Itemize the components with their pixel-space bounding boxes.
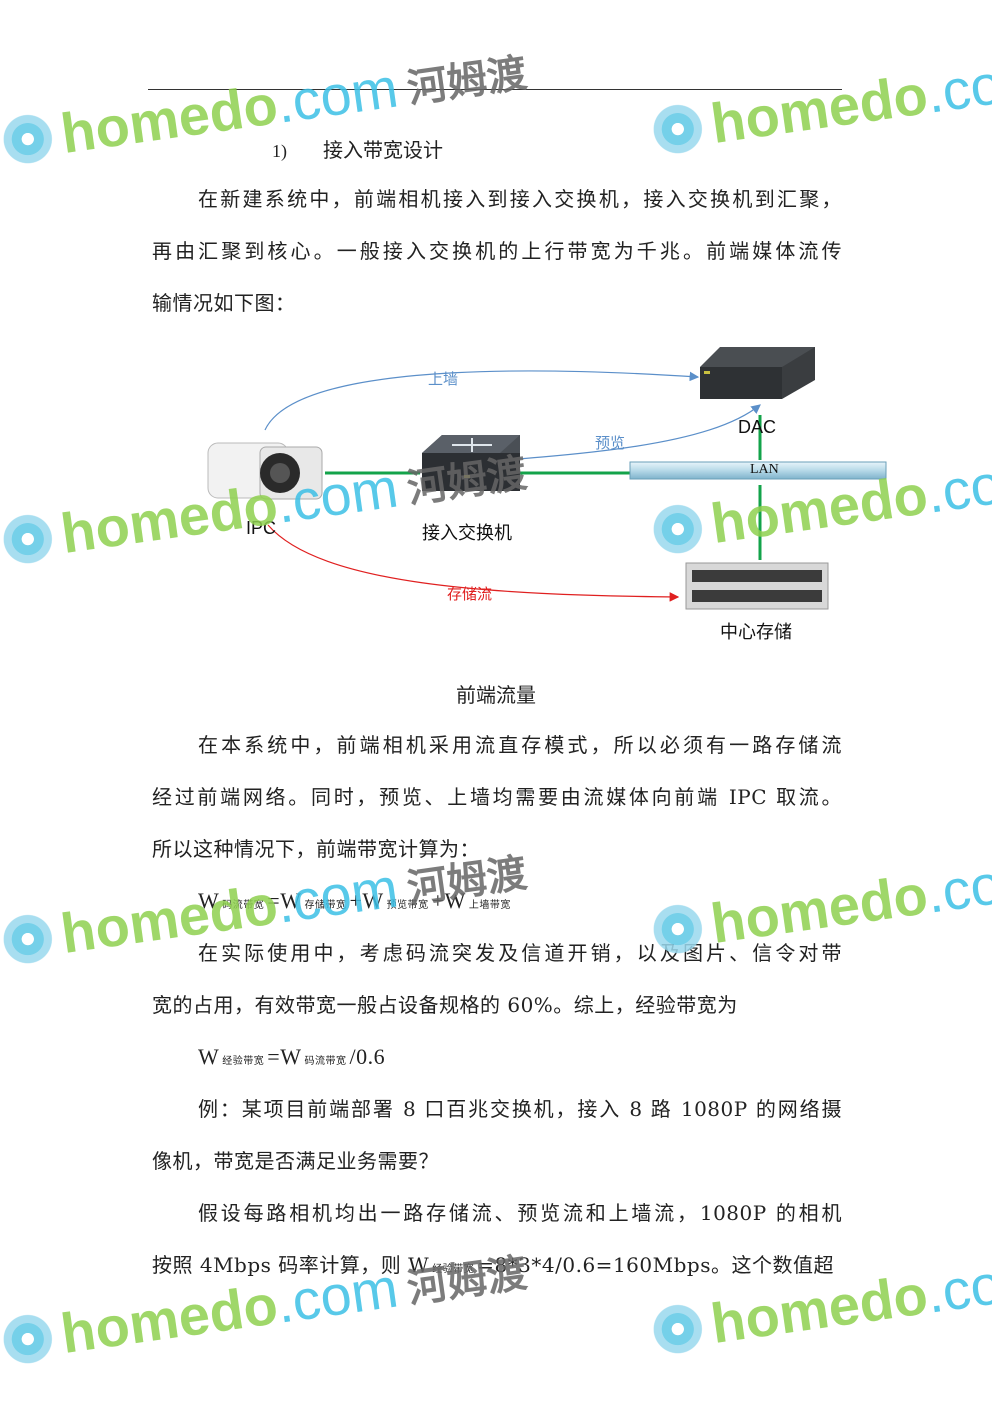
storage-flow-label: 存储流 (447, 586, 493, 603)
flower-logo-icon (646, 1296, 710, 1361)
access-switch-icon (422, 435, 520, 491)
watermark: homedo (175, 10, 400, 105)
dac-server-icon (700, 347, 815, 399)
paragraph-line: 再由汇聚到核心。一般接入交换机的上行带宽为千兆。前端媒体流传 (152, 239, 842, 263)
preview-flow-label: 预览 (595, 435, 626, 452)
storage-flow-arrow (267, 524, 680, 602)
paragraph-line: 在实际使用中，考虑码流突发及信道开销，以及图片、信令对带 (198, 941, 842, 965)
figure-caption: 前端流量 (456, 683, 536, 707)
paragraph-line: 输情况如下图： (152, 291, 296, 315)
network-diagram: IPC 接入交换机 DAC LAN 中心存储 上墙 预览 存储流 (190, 335, 900, 655)
paragraph-line: 在本系统中，前端相机采用流直存模式，所以必须有一路存储流 (198, 733, 842, 757)
lan-label: LAN (750, 462, 779, 477)
flower-logo-icon (0, 106, 60, 171)
ipc-camera-icon (207, 442, 323, 500)
flower-logo-icon (0, 906, 60, 971)
paragraph-line: 例：某项目前端部署 8 口百兆交换机，接入 8 路 1080P 的网络摄 (198, 1097, 842, 1121)
flower-logo-icon (0, 506, 60, 571)
ipc-label: IPC (246, 518, 277, 538)
paragraph-line: 宽的占用，有效带宽一般占设备规格的 60%。综上，经验带宽为 (152, 993, 738, 1017)
wall-flow-label: 上墙 (428, 371, 459, 388)
watermark: homedo.com河姆渡 (0, 36, 530, 174)
flower-logo-icon (646, 96, 710, 161)
paragraph-line: 经过前端网络。同时，预览、上墙均需要由流媒体向前端 IPC 取流。 (152, 785, 842, 809)
wall-flow-arrow (264, 370, 700, 431)
central-storage-icon (685, 562, 829, 610)
flower-logo-icon (0, 1306, 60, 1371)
header-rule (148, 89, 842, 90)
watermark: homedo.com (645, 44, 992, 164)
section-heading: 1)接入带宽设计 (272, 138, 443, 162)
dac-label: DAC (738, 417, 777, 437)
storage-label: 中心存储 (720, 622, 792, 642)
lan-bar (629, 461, 887, 480)
switch-label: 接入交换机 (422, 523, 512, 543)
paragraph-line: 所以这种情况下，前端带宽计算为： (152, 837, 480, 861)
paragraph-line: 在新建系统中，前端相机接入到接入交换机，接入交换机到汇聚， (198, 187, 842, 211)
paragraph-line: 像机，带宽是否满足业务需要？ (152, 1149, 439, 1173)
paragraph-line: 假设每路相机均出一路存储流、预览流和上墙流，1080P 的相机 (198, 1201, 842, 1225)
